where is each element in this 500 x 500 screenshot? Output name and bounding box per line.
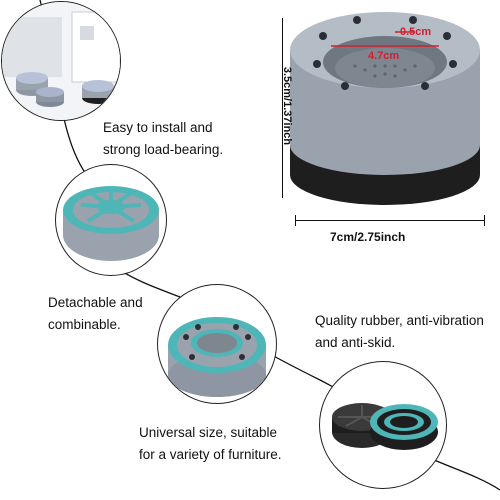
detachable-photo-circle xyxy=(56,165,166,275)
width-tick-right xyxy=(484,215,485,226)
dim-width-label: 7cm/2.75inch xyxy=(330,230,406,244)
caption-quality: Quality rubber, anti-vibration and anti-… xyxy=(315,310,484,354)
dim-hole-label: 0.5cm xyxy=(400,26,432,38)
dim-inner-label: 4.7cm xyxy=(368,50,400,62)
width-tick-left xyxy=(295,215,296,226)
caption-easy-line2: strong load-bearing. xyxy=(103,142,224,157)
dim-height-label: 3.5cm/1.37inch xyxy=(281,66,293,146)
width-dimension-line xyxy=(295,220,485,221)
pad-base-photo-circle xyxy=(320,362,446,488)
wheel-insert-illustration xyxy=(63,186,159,261)
main-pad-illustration xyxy=(290,12,480,205)
caption-easy-line1: Easy to install and xyxy=(103,120,213,135)
caption-detach-line1: Detachable and xyxy=(48,295,143,310)
caption-universal-line2: for a variety of furniture. xyxy=(139,447,282,462)
caption-easy-install: Easy to install and strong load-bearing. xyxy=(103,117,223,161)
caption-detach-line2: combinable. xyxy=(48,317,121,332)
scene-illustration xyxy=(2,2,120,120)
caption-universal: Universal size, suitable for a variety o… xyxy=(139,422,282,466)
pad-base-illustration xyxy=(332,403,438,450)
pad-top-photo-circle xyxy=(158,285,276,403)
caption-quality-line1: Quality rubber, anti-vibration xyxy=(315,313,484,328)
scene-photo-circle xyxy=(2,2,120,120)
caption-detachable: Detachable and combinable. xyxy=(48,292,143,336)
pad-top-illustration xyxy=(168,317,266,397)
caption-universal-line1: Universal size, suitable xyxy=(139,425,278,440)
height-dimension-line xyxy=(282,18,283,198)
caption-quality-line2: and anti-skid. xyxy=(315,335,396,350)
